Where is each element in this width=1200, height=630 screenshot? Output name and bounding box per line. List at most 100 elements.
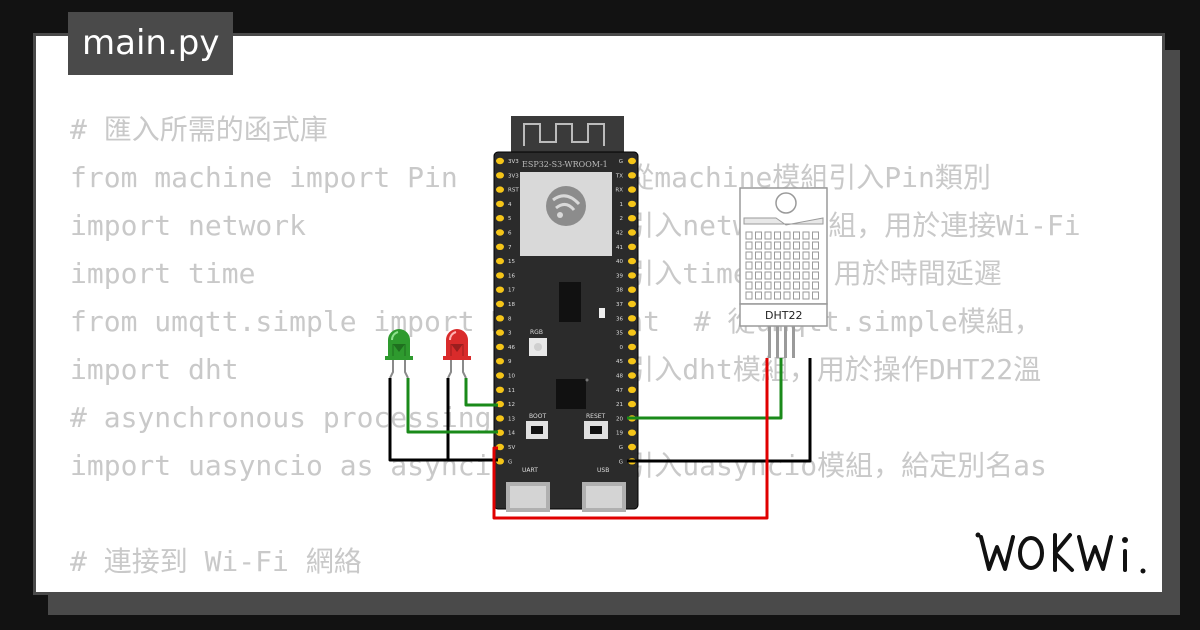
left-pin-label: 14 (508, 431, 515, 437)
left-pin-label: 10 (508, 374, 515, 380)
left-pin[interactable] (496, 415, 504, 422)
usb-label: USB (597, 467, 609, 474)
left-pin-label: 12 (508, 402, 515, 408)
right-pin-label: 1 (620, 202, 624, 208)
right-pin[interactable] (628, 343, 636, 351)
right-pin-label: 39 (616, 273, 623, 279)
right-pin-label: 20 (616, 416, 623, 422)
right-pin-label: 41 (616, 245, 623, 251)
left-pin-label: 8 (508, 316, 512, 322)
right-pin-label: 42 (616, 231, 623, 237)
left-pin[interactable] (496, 272, 504, 279)
right-pin-label: 37 (616, 302, 623, 308)
right-pin[interactable] (628, 172, 636, 179)
code-line: import network # 引入network模組，用於連接Wi-Fi (70, 209, 1081, 242)
dht22-sensor[interactable]: DHT22 (739, 187, 828, 358)
right-pin-label: TX (615, 173, 623, 179)
left-pin[interactable] (496, 243, 504, 250)
svg-text:RESET: RESET (586, 413, 606, 420)
left-pin-label: 4 (508, 202, 512, 208)
left-pin-label: 7 (508, 245, 512, 251)
left-pin-label: RST (508, 188, 519, 194)
module-label: ESP32-S3-WROOM-1 (522, 160, 608, 169)
boot-button[interactable]: BOOT (526, 413, 548, 439)
right-pin[interactable] (628, 157, 636, 165)
right-pin[interactable] (628, 443, 636, 451)
sensor-grille (745, 231, 819, 300)
left-pin-label: 5V (508, 445, 515, 451)
left-pin-label: 3 (508, 331, 512, 337)
wire-red-led-12 (464, 378, 498, 407)
red-led[interactable] (443, 329, 471, 360)
left-pin[interactable] (496, 286, 504, 293)
right-pin[interactable] (628, 215, 636, 222)
svg-text:BOOT: BOOT (529, 413, 546, 420)
rgb-led: RGB (529, 329, 547, 356)
left-pin[interactable] (496, 358, 504, 365)
left-pin[interactable] (496, 157, 504, 165)
left-pin[interactable] (496, 315, 504, 322)
right-pin-label: 36 (616, 316, 623, 322)
left-pin-label: 3V3 (508, 173, 519, 179)
usb-port[interactable] (582, 482, 626, 512)
right-pin-label: 19 (616, 431, 623, 437)
sensor-label: DHT22 (765, 309, 802, 322)
right-pin-label: G (619, 159, 623, 165)
right-pin-label: G (619, 445, 623, 451)
right-pin[interactable] (628, 186, 636, 193)
right-pin[interactable] (628, 372, 636, 379)
left-pin[interactable] (496, 372, 504, 379)
left-pin-label: 46 (508, 345, 515, 351)
wire-dht-data (627, 358, 783, 420)
wire-green-led-gnd (388, 378, 498, 462)
green-led[interactable] (385, 329, 413, 360)
left-pin[interactable] (496, 172, 504, 179)
left-pin[interactable] (496, 343, 504, 351)
antenna (511, 116, 624, 154)
right-pin[interactable] (628, 229, 636, 236)
uart-port[interactable] (506, 482, 550, 512)
left-pin[interactable] (496, 200, 504, 208)
wires (388, 358, 812, 520)
svg-text:RGB: RGB (530, 329, 543, 336)
reset-button[interactable]: RESET (584, 413, 608, 439)
right-pin[interactable] (628, 400, 636, 408)
left-pin-label: 15 (508, 259, 515, 265)
right-pin[interactable] (628, 358, 636, 365)
right-pin[interactable] (628, 300, 636, 308)
smd-component (599, 308, 605, 318)
right-pin[interactable] (628, 200, 636, 208)
module-shield (520, 172, 612, 256)
left-pin[interactable] (496, 229, 504, 236)
right-pin-label: RX (615, 188, 623, 194)
right-pin-label: 48 (616, 374, 623, 380)
right-pin[interactable] (628, 429, 636, 436)
right-pin-label: 2 (620, 216, 624, 222)
right-pin[interactable] (628, 386, 636, 393)
right-pin[interactable] (628, 286, 636, 293)
right-pin[interactable] (628, 329, 636, 336)
left-pin-label: 9 (508, 359, 512, 365)
right-pin-label: G (619, 459, 623, 465)
left-pin-label: 5 (508, 216, 512, 222)
right-pin[interactable] (628, 243, 636, 250)
left-pin[interactable] (496, 257, 504, 265)
left-pin[interactable] (496, 215, 504, 222)
left-pin[interactable] (496, 186, 504, 193)
right-pin[interactable] (628, 272, 636, 279)
file-tab[interactable]: main.py (68, 12, 234, 75)
wire-green-led-13 (406, 378, 498, 434)
usb-chip (556, 379, 586, 409)
right-pin[interactable] (628, 315, 636, 322)
left-pin[interactable] (496, 329, 504, 336)
led-legs (389, 360, 467, 379)
left-pin-label: 3V3 (508, 159, 519, 165)
right-pin[interactable] (628, 257, 636, 265)
left-pin[interactable] (496, 300, 504, 308)
left-pin-label: G (508, 459, 512, 465)
right-pin-label: 45 (616, 359, 623, 365)
wire-dht-gnd (627, 358, 812, 463)
left-pin[interactable] (496, 386, 504, 393)
left-pin-label: 18 (508, 302, 515, 308)
left-pin-label: 13 (508, 416, 515, 422)
